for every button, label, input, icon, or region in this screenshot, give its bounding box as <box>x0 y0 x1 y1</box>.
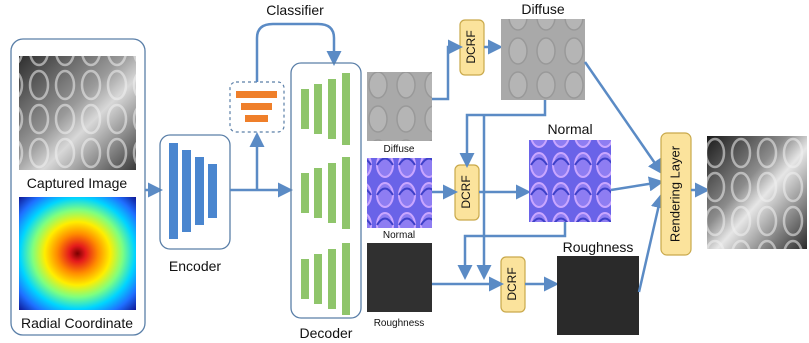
radial-coordinate-label: Radial Coordinate <box>21 315 133 331</box>
normal-output-image <box>529 140 611 222</box>
encoder-panel <box>159 134 231 250</box>
captured-image-label: Captured Image <box>27 175 128 191</box>
arrow-diffuse-to-rendering <box>583 61 663 175</box>
encoder-label: Encoder <box>169 258 221 274</box>
radial-coordinate-image <box>19 197 136 310</box>
svg-text:DCRF: DCRF <box>464 30 478 63</box>
arrow-normal-to-rendering <box>610 176 664 192</box>
dcrf-box-roughness: DCRF <box>500 256 526 313</box>
svg-text:DCRF: DCRF <box>459 175 473 208</box>
rendering-layer-box: Rendering Layer <box>660 132 692 256</box>
diffuse-small-image <box>367 72 432 141</box>
input-panel <box>10 38 146 336</box>
arrow-classifier-to-decoder <box>255 22 342 82</box>
roughness-output-label: Roughness <box>563 239 634 255</box>
diffuse-output-image <box>501 19 585 100</box>
diffuse-output-label: Diffuse <box>521 1 565 17</box>
classifier-layers <box>236 91 277 122</box>
feedback-diffuse <box>459 100 547 168</box>
captured-image <box>19 56 136 170</box>
normal-small-image <box>367 158 432 228</box>
roughness-small-image <box>367 243 432 312</box>
normal-output-label: Normal <box>547 121 592 137</box>
classifier-label: Classifier <box>266 2 324 18</box>
arrow-roughness-to-rendering <box>637 193 666 293</box>
arrow-diffuse-to-dcrf <box>432 39 463 101</box>
svg-text:Rendering Layer: Rendering Layer <box>667 145 682 242</box>
roughness-output-image <box>557 256 639 335</box>
decoder-panel <box>290 62 362 319</box>
dcrf-box-diffuse: DCRF <box>459 19 485 76</box>
svg-text:DCRF: DCRF <box>505 267 519 300</box>
roughness-small-label: Roughness <box>374 318 425 329</box>
dcrf-box-normal: DCRF <box>454 164 480 221</box>
diffuse-small-label: Diffuse <box>384 144 415 155</box>
encoder-layers <box>169 143 217 239</box>
normal-small-label: Normal <box>383 230 415 241</box>
decoder-layers <box>301 73 350 315</box>
rendered-output-image <box>707 136 807 249</box>
decoder-label: Decoder <box>300 325 353 341</box>
